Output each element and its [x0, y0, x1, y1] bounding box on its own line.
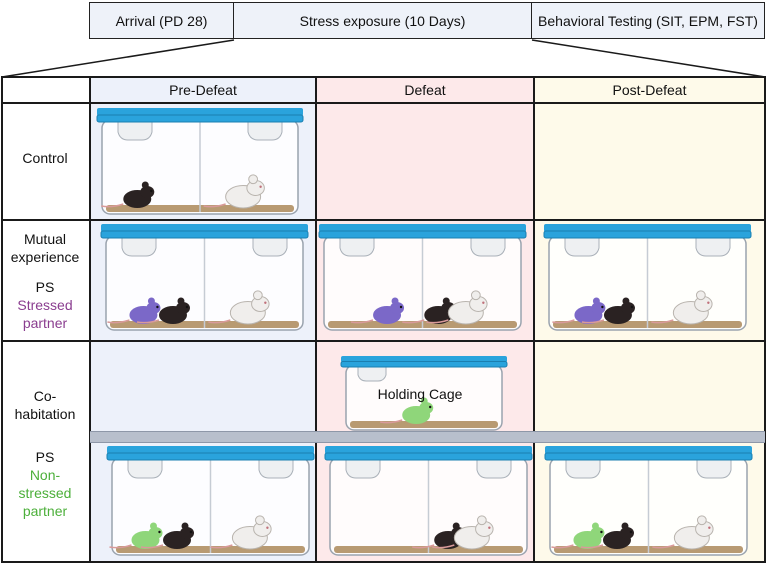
label-line: PS — [35, 279, 55, 295]
label-line: stressed — [18, 485, 72, 501]
cage-lid — [341, 356, 507, 363]
cage-lid — [324, 452, 533, 461]
column-header-pre-defeat: Pre-Defeat — [169, 82, 237, 98]
label-line: Stressed — [17, 297, 73, 313]
water-bottle — [470, 235, 506, 257]
white-mouse-icon — [426, 290, 488, 325]
cage-lid — [544, 224, 751, 232]
water-bottle — [564, 235, 600, 257]
column-header-post-defeat: Post-Defeat — [612, 82, 687, 98]
cage-lid — [340, 361, 508, 368]
label-line: PS — [35, 449, 55, 465]
black-mouse-icon — [140, 522, 195, 549]
black-mouse-icon — [136, 297, 190, 324]
grid-line — [315, 77, 317, 563]
water-bottle — [357, 364, 387, 382]
black-mouse-icon — [581, 297, 635, 324]
label-line: Mutual — [23, 231, 67, 247]
cage-cohab-post — [544, 446, 753, 556]
water-bottle — [695, 235, 731, 257]
design-table — [1, 76, 766, 563]
white-mouse-icon — [210, 515, 272, 550]
water-bottle — [696, 457, 732, 479]
timeline-behavioral-testing: Behavioral Testing (SIT, EPM, FST) — [531, 2, 765, 39]
black-mouse-icon — [402, 297, 456, 324]
timeline-arrival: Arrival (PD 28) — [89, 2, 234, 39]
cage-lid — [107, 446, 314, 454]
column-header-defeat: Defeat — [404, 82, 446, 98]
white-mouse-icon — [208, 290, 270, 325]
cage-lid — [106, 452, 315, 461]
black-mouse-icon — [580, 522, 634, 549]
label-line: partner — [22, 503, 68, 519]
row-label-control: Control — [22, 150, 68, 166]
water-bottle — [117, 119, 153, 141]
white-mouse-icon — [652, 515, 714, 550]
cage-lid — [100, 230, 309, 239]
water-bottle — [339, 235, 375, 257]
water-bottle — [127, 457, 163, 479]
cage-lid — [101, 224, 308, 232]
black-mouse-icon — [101, 181, 155, 208]
label-line: experience — [10, 249, 80, 265]
water-bottle — [258, 457, 294, 479]
grid-line — [1, 102, 766, 104]
expansion-lines — [1, 39, 766, 78]
cage-lid — [319, 224, 526, 232]
cage-lid — [325, 446, 532, 454]
label-line: partner — [22, 315, 68, 331]
cage-cohab-pre — [106, 446, 315, 556]
cage-mutual-post — [543, 224, 752, 331]
water-bottle — [121, 235, 157, 257]
water-bottle — [345, 457, 381, 479]
cage-control-pre — [96, 108, 304, 215]
timeline-stress-exposure: Stress exposure (10 Days) — [233, 2, 532, 39]
cage-lid — [543, 230, 752, 239]
water-bottle — [476, 457, 512, 479]
grid-line — [1, 219, 766, 221]
row-label-ps-stressed: PS Stressed partner — [0, 278, 90, 332]
cage-lid — [97, 108, 303, 116]
grid-line — [533, 77, 535, 563]
row-label-cohabitation: Co- habitation — [0, 387, 90, 423]
row-label-mutual-experience: Mutual experience — [0, 230, 90, 266]
cage-lid — [545, 446, 752, 454]
nonstressed-mouse-icon — [109, 522, 163, 549]
nonstressed-mouse-icon — [380, 397, 434, 424]
white-mouse-icon — [432, 515, 494, 550]
cage-lid — [96, 114, 304, 123]
nonstressed-mouse-icon — [551, 522, 605, 549]
label-line: Co- — [33, 388, 57, 404]
stressed-mouse-icon — [350, 297, 405, 324]
cage-lid — [544, 452, 753, 461]
holding-cage-label: Holding Cage — [377, 386, 463, 402]
cage-mutual-defeat — [318, 224, 527, 331]
white-mouse-icon — [651, 290, 713, 325]
label-line: habitation — [14, 406, 76, 422]
water-bottle — [247, 119, 283, 141]
cage-lid — [318, 230, 527, 239]
water-bottle — [252, 235, 288, 257]
stressed-mouse-icon — [552, 297, 606, 324]
cage-cohab-defeat — [324, 446, 533, 556]
grid-line — [89, 77, 91, 563]
label-line: Non- — [29, 467, 61, 483]
water-bottle — [565, 457, 601, 479]
grid-line — [1, 340, 766, 342]
stressed-mouse-icon — [107, 297, 161, 324]
cage-holding — [340, 356, 508, 431]
cage-mutual-pre — [100, 224, 309, 331]
white-mouse-icon — [203, 174, 265, 209]
row-label-ps-nonstressed: PS Non- stressed partner — [0, 448, 90, 520]
cohab-divider-bar — [90, 431, 765, 443]
